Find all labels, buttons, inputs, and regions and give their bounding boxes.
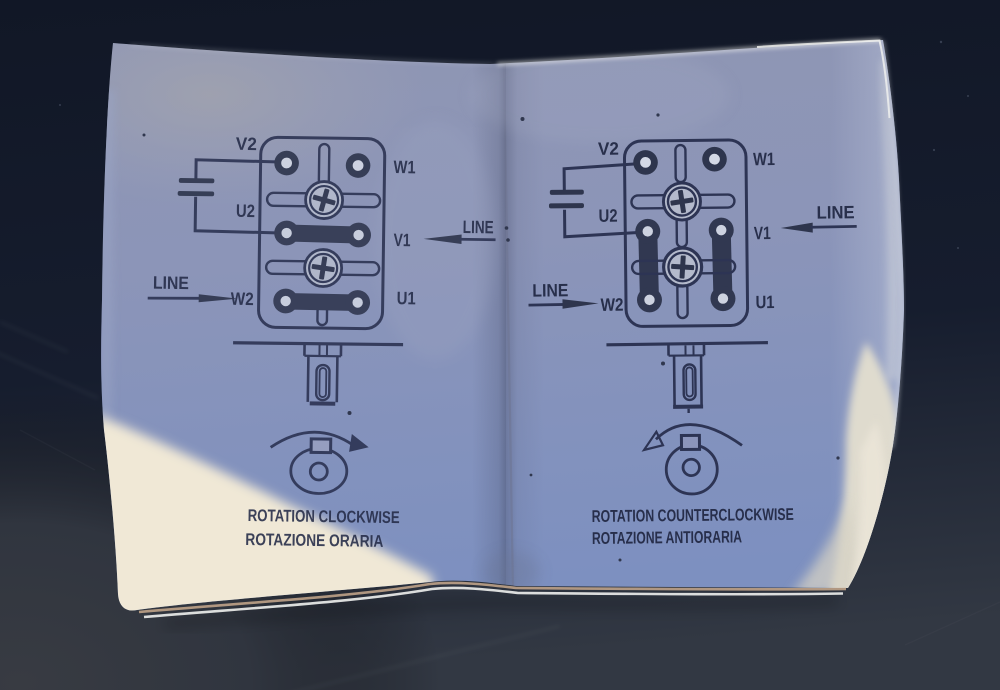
- svg-text:V2: V2: [236, 134, 257, 154]
- svg-text:LINE: LINE: [816, 202, 854, 222]
- svg-text:ROTATION CLOCKWISE: ROTATION CLOCKWISE: [248, 506, 400, 527]
- svg-text:V1: V1: [754, 223, 771, 243]
- svg-text:LINE: LINE: [153, 273, 189, 294]
- svg-text:ROTATION COUNTERCLOCKWISE: ROTATION COUNTERCLOCKWISE: [592, 505, 794, 526]
- svg-text:LINE: LINE: [532, 280, 568, 300]
- svg-text:ROTAZIONE ORARIA: ROTAZIONE ORARIA: [245, 530, 383, 551]
- svg-text:W2: W2: [600, 295, 623, 315]
- svg-text:W1: W1: [393, 157, 415, 177]
- svg-text:U1: U1: [755, 292, 774, 312]
- svg-text:LINE: LINE: [463, 217, 494, 237]
- svg-text:U2: U2: [236, 201, 255, 221]
- svg-text:V2: V2: [598, 139, 619, 159]
- svg-text:U2: U2: [598, 206, 617, 226]
- svg-text:W2: W2: [231, 289, 254, 309]
- svg-text:W1: W1: [753, 149, 775, 169]
- svg-text:U1: U1: [397, 288, 416, 308]
- svg-text:ROTAZIONE ANTIORARIA: ROTAZIONE ANTIORARIA: [592, 527, 742, 548]
- svg-text:V1: V1: [393, 230, 410, 250]
